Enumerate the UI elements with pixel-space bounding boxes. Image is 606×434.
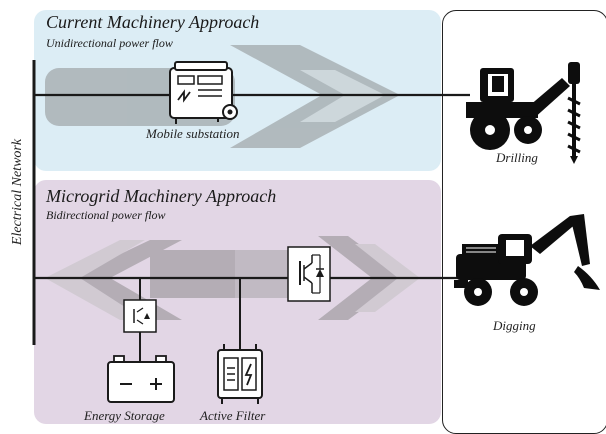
energy-storage-label: Energy Storage: [84, 408, 165, 423]
converter-icon: [287, 246, 331, 302]
active-filter-label: Active Filter: [200, 408, 266, 423]
mobile-substation-label: Mobile substation: [146, 126, 240, 141]
digging-machine-icon: [454, 214, 600, 306]
electrical-network-label: Electrical Network: [10, 138, 25, 246]
digging-label: Digging: [493, 318, 536, 333]
current-approach-title: Current Machinery Approach: [46, 12, 260, 32]
microgrid-approach-subtitle: Bidirectional power flow: [46, 208, 166, 222]
diagram-graphics: [32, 45, 600, 404]
microgrid-approach-title: Microgrid Machinery Approach: [46, 186, 277, 206]
active-filter-icon: [217, 344, 263, 404]
storage-converter-icon: [123, 299, 157, 333]
drilling-label: Drilling: [496, 150, 538, 165]
battery-icon: [107, 355, 175, 403]
current-approach-subtitle: Unidirectional power flow: [46, 36, 173, 50]
drilling-machine-icon: [466, 62, 581, 164]
mobile-substation-icon: [169, 61, 238, 124]
diagram: Current Machinery Approach Unidirectiona…: [10, 10, 606, 434]
current-approach-panel: [34, 10, 441, 171]
